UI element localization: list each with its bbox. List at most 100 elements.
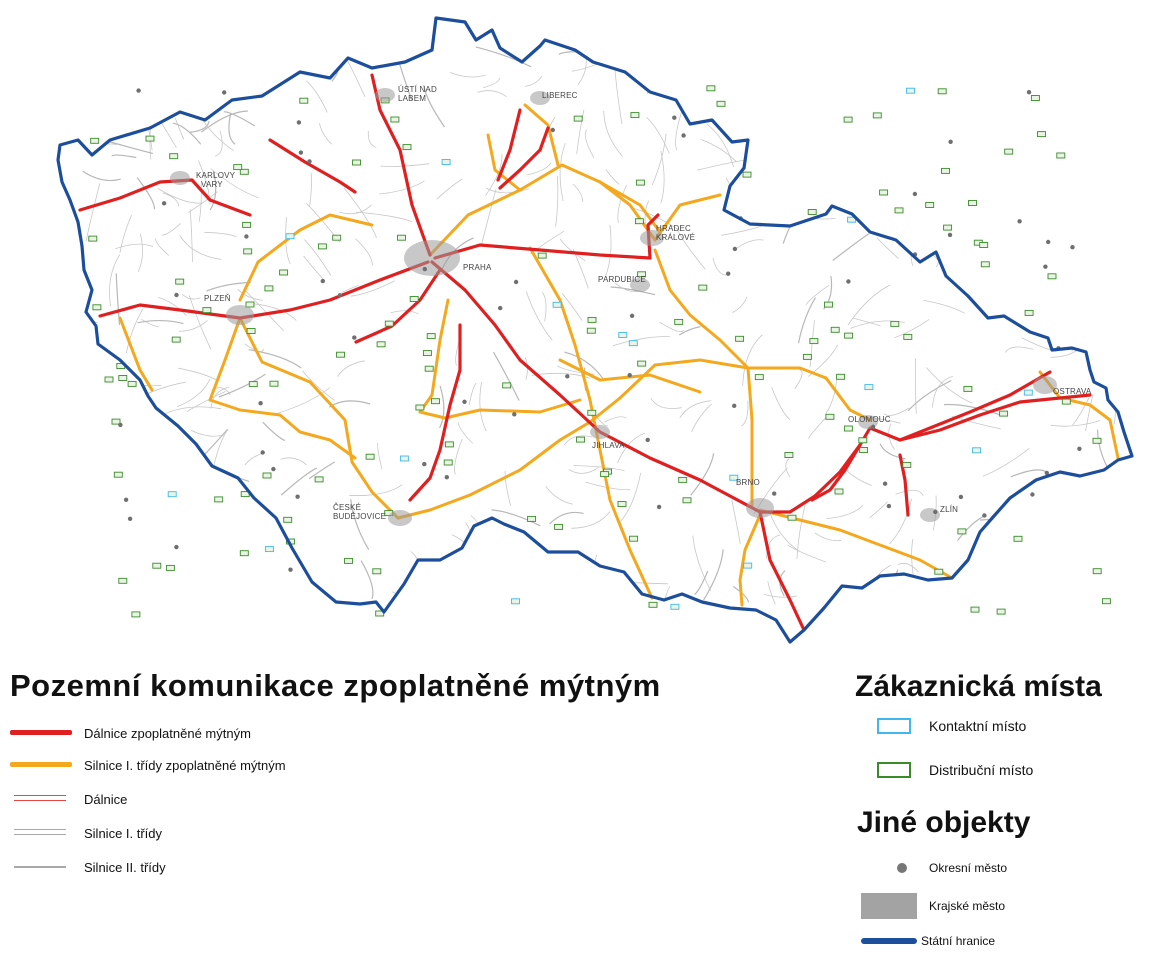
minor-road xyxy=(111,154,137,159)
minor-road xyxy=(891,101,922,115)
regional-city-area xyxy=(1033,376,1057,394)
minor-road xyxy=(564,435,593,446)
distribution-point-marker xyxy=(246,328,256,334)
distribution-point-marker xyxy=(735,335,745,342)
minor-road xyxy=(186,391,226,413)
district-city-dot xyxy=(244,234,249,239)
contact-point-marker xyxy=(511,598,520,605)
minor-road xyxy=(1095,75,1126,84)
minor-road xyxy=(860,61,871,96)
motorway-toll-road xyxy=(898,370,1052,442)
minor-road xyxy=(767,581,776,605)
distribution-point-marker xyxy=(527,515,537,522)
distribution-point-marker xyxy=(980,261,990,268)
district-city-dot xyxy=(1043,264,1048,269)
minor-road xyxy=(805,284,830,305)
minor-road xyxy=(192,548,198,589)
district-city-dot xyxy=(645,437,650,443)
distribution-point-marker xyxy=(617,501,627,507)
legend-label: Dálnice zpoplatněné mýtným xyxy=(84,725,251,741)
minor-road xyxy=(933,119,938,141)
minor-road xyxy=(337,360,365,377)
district-city-dot xyxy=(1077,446,1082,451)
minor-road xyxy=(238,19,293,24)
distribution-point-marker xyxy=(859,447,869,453)
minor-road xyxy=(304,239,332,276)
regional-city-area xyxy=(630,278,650,292)
minor-road xyxy=(198,182,202,222)
district-city-dot xyxy=(846,279,851,284)
district-city-dot xyxy=(1030,492,1035,497)
minor-road xyxy=(243,567,263,607)
city-label-jihlava: JIHLAVA xyxy=(592,441,625,450)
minor-road xyxy=(768,510,800,552)
other-objects-title: Jiné objekty xyxy=(857,806,1031,839)
minor-road xyxy=(732,296,748,313)
distribution-point-marker xyxy=(152,562,162,569)
district-city-dot xyxy=(886,503,892,509)
regional-city-area xyxy=(170,171,190,185)
minor-road xyxy=(430,565,437,616)
district-city-dot xyxy=(772,491,777,496)
legend-row-class1: Silnice I. třídy xyxy=(10,816,810,850)
minor-road xyxy=(545,485,573,505)
minor-road xyxy=(391,591,432,627)
minor-road xyxy=(433,581,445,614)
minor-road xyxy=(308,461,336,480)
distribution-point-marker xyxy=(894,207,904,214)
minor-road xyxy=(559,143,566,202)
district-city-dot xyxy=(271,466,276,472)
minor-road xyxy=(766,534,781,560)
distribution-point-marker xyxy=(957,528,967,535)
minor-road xyxy=(612,335,670,347)
minor-road xyxy=(900,170,941,194)
minor-road xyxy=(167,499,191,535)
distribution-point-marker xyxy=(587,409,597,416)
distribution-point-marker xyxy=(262,472,272,479)
legend-label: Dálnice xyxy=(84,791,128,807)
minor-road xyxy=(176,379,211,408)
distribution-point-marker xyxy=(635,179,645,186)
distribution-point-marker xyxy=(283,516,293,523)
minor-road xyxy=(549,511,584,525)
minor-road xyxy=(210,168,259,199)
minor-road xyxy=(338,610,353,642)
minor-road xyxy=(832,233,870,261)
minor-road xyxy=(1095,573,1109,599)
minor-road xyxy=(584,129,595,158)
legend-label: Kontaktní místo xyxy=(929,718,1027,734)
minor-road xyxy=(161,223,181,236)
motorway-toll-road xyxy=(430,260,762,514)
district-city-dot xyxy=(948,139,953,144)
distribution-point-marker xyxy=(834,488,844,495)
district-city-dot xyxy=(174,292,179,298)
minor-road xyxy=(223,111,256,127)
district-city-dot xyxy=(882,481,888,486)
minor-road xyxy=(1058,522,1066,574)
regional-city-square-icon xyxy=(861,893,917,919)
motorway-toll-road xyxy=(433,243,652,260)
minor-road xyxy=(974,543,989,578)
minor-road xyxy=(690,453,715,496)
motorway-toll-road xyxy=(268,138,357,194)
distribution-point-marker xyxy=(706,85,716,92)
distribution-point-marker xyxy=(858,437,868,444)
distribution-point-marker xyxy=(537,252,547,259)
regional-city-area xyxy=(920,508,940,522)
minor-road xyxy=(1010,469,1046,478)
minor-road xyxy=(863,118,875,150)
minor-road xyxy=(280,457,308,466)
district-city-dot xyxy=(462,399,467,404)
minor-road xyxy=(221,52,238,69)
minor-road xyxy=(733,586,750,603)
minor-road xyxy=(240,18,258,40)
distribution-point-marker xyxy=(637,271,647,278)
minor-road xyxy=(787,152,805,176)
motorway-toll-road xyxy=(646,213,660,260)
legend-label: Krajské město xyxy=(929,899,1006,913)
minor-road xyxy=(119,214,132,253)
district-city-dot xyxy=(565,374,570,379)
city-label-hradec-2: KRÁLOVÉ xyxy=(656,233,695,242)
minor-road xyxy=(188,295,212,350)
legend-label: Silnice II. třídy xyxy=(84,859,166,875)
